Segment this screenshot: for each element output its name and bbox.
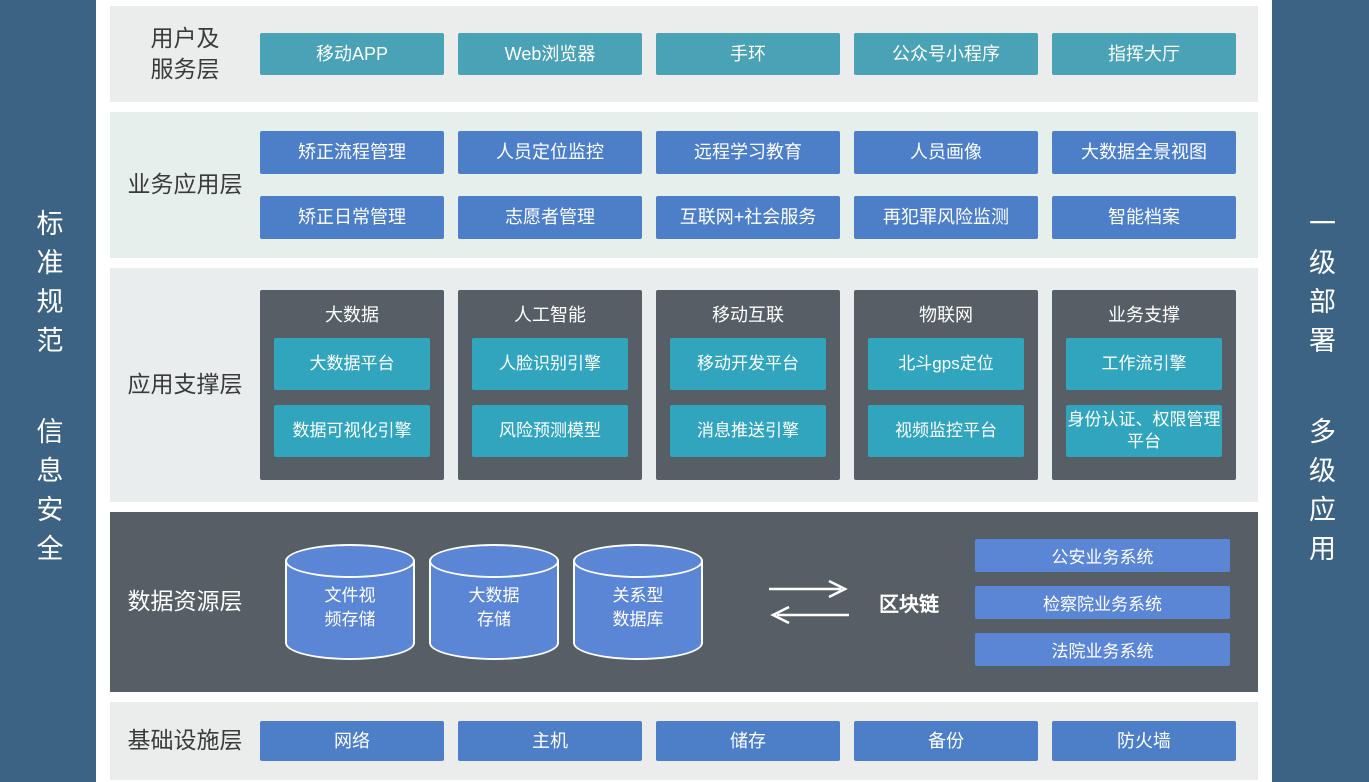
node-personnel-profile: 人员画像 — [854, 131, 1038, 174]
blockchain-label: 区块链 — [879, 593, 939, 616]
node-message-push-engine: 消息推送引擎 — [670, 405, 826, 457]
layer-business-application-label: 业务应用层 — [127, 171, 243, 198]
node-internet-social-service: 互联网+社会服务 — [656, 196, 840, 239]
layers-container: 用户及 服务层 移动APP Web浏览器 手环 公众号小程序 指挥大厅 业务应用… — [110, 6, 1258, 780]
node-video-surveillance-platform: 视频监控平台 — [868, 405, 1024, 457]
node-correction-daily-mgmt: 矫正日常管理 — [260, 196, 444, 239]
layer-business-application: 业务应用层 矫正流程管理 人员定位监控 远程学习教育 人员画像 大数据全景视图 … — [110, 112, 1258, 258]
layer-data-resource: 数据资源层 文件视 频存储 大数据 存储 — [110, 512, 1258, 692]
layer-user-service: 用户及 服务层 移动APP Web浏览器 手环 公众号小程序 指挥大厅 — [110, 6, 1258, 102]
cylinder-top-shape — [285, 544, 415, 578]
node-wechat-miniprogram: 公众号小程序 — [854, 33, 1038, 75]
node-correction-process-mgmt: 矫正流程管理 — [260, 131, 444, 174]
node-risk-prediction-model: 风险预测模型 — [472, 405, 628, 457]
node-smart-archive: 智能档案 — [1052, 196, 1236, 239]
business-application-items: 矫正流程管理 人员定位监控 远程学习教育 人员画像 大数据全景视图 矫正日常管理… — [260, 131, 1236, 239]
node-police-system: 公安业务系统 — [975, 538, 1230, 572]
left-pillar: 标准规范 信息安全 — [0, 0, 96, 782]
cylinder-bigdata-storage-line2: 存储 — [477, 610, 511, 629]
node-wristband: 手环 — [656, 33, 840, 75]
cylinder-bigdata-storage: 大数据 存储 — [429, 544, 559, 660]
cylinder-relational-db: 关系型 数据库 — [573, 544, 703, 660]
group-business-support: 业务支撑 工作流引擎 身份认证、权限管理平台 — [1052, 290, 1236, 480]
group-ai: 人工智能 人脸识别引擎 风险预测模型 — [458, 290, 642, 480]
cylinder-bigdata-storage-line1: 大数据 — [468, 586, 520, 606]
node-bigdata-panorama: 大数据全景视图 — [1052, 131, 1236, 174]
right-pillar-text-deployment: 一级部署 — [1305, 209, 1335, 365]
node-remote-learning: 远程学习教育 — [656, 131, 840, 174]
left-pillar-text-infosec: 信息安全 — [32, 417, 63, 573]
layer-user-service-label-line1: 用户及 — [150, 24, 220, 51]
node-bigdata-platform: 大数据平台 — [274, 338, 430, 390]
layer-data-resource-label: 数据资源层 — [127, 588, 243, 615]
layer-infrastructure-label: 基础设施层 — [127, 727, 243, 754]
group-iot: 物联网 北斗gps定位 视频监控平台 — [854, 290, 1038, 480]
right-pillar: 一级部署 多级应用 — [1272, 0, 1369, 782]
group-bigdata: 大数据 大数据平台 数据可视化引擎 — [260, 290, 444, 480]
group-business-support-title: 业务支撑 — [1108, 305, 1180, 325]
layer-application-support-label: 应用支撑层 — [127, 371, 243, 398]
group-iot-title: 物联网 — [919, 305, 973, 325]
cylinder-file-video-storage-line1: 文件视 — [324, 586, 376, 606]
node-network: 网络 — [260, 721, 444, 761]
left-pillar-text-standards: 标准规范 — [32, 209, 63, 365]
node-procuratorate-system: 检察院业务系统 — [975, 585, 1230, 619]
node-mobile-app: 移动APP — [260, 33, 444, 75]
node-workflow-engine: 工作流引擎 — [1066, 338, 1222, 390]
node-command-hall: 指挥大厅 — [1052, 33, 1236, 75]
node-mobile-dev-platform: 移动开发平台 — [670, 338, 826, 390]
node-host: 主机 — [458, 721, 642, 761]
cylinder-file-video-storage: 文件视 频存储 — [285, 544, 415, 660]
layer-infrastructure: 基础设施层 网络 主机 储存 备份 防火墙 — [110, 702, 1258, 780]
layer-user-service-label: 用户及 服务层 — [110, 23, 260, 85]
cylinder-relational-db-line1: 关系型 — [612, 586, 664, 606]
application-support-groups: 大数据 大数据平台 数据可视化引擎 人工智能 人脸识别引擎 风险预测模型 移动互… — [260, 290, 1236, 480]
node-backup: 备份 — [854, 721, 1038, 761]
node-data-visualization-engine: 数据可视化引擎 — [274, 405, 430, 457]
storage-cylinders: 文件视 频存储 大数据 存储 关系型 — [285, 544, 703, 660]
node-identity-auth-permission-platform: 身份认证、权限管理平台 — [1066, 405, 1222, 457]
cylinder-top-shape — [573, 544, 703, 578]
group-mobile-internet: 移动互联 移动开发平台 消息推送引擎 — [656, 290, 840, 480]
node-web-browser: Web浏览器 — [458, 33, 642, 75]
node-volunteer-mgmt: 志愿者管理 — [458, 196, 642, 239]
group-mobile-internet-title: 移动互联 — [712, 305, 784, 325]
group-bigdata-title: 大数据 — [325, 305, 379, 325]
user-service-items: 移动APP Web浏览器 手环 公众号小程序 指挥大厅 — [260, 33, 1236, 75]
node-beidou-gps: 北斗gps定位 — [868, 338, 1024, 390]
group-ai-title: 人工智能 — [514, 305, 586, 325]
right-pillar-text-application: 多级应用 — [1305, 417, 1335, 573]
cylinder-file-video-storage-line2: 频存储 — [324, 610, 376, 629]
node-face-recognition-engine: 人脸识别引擎 — [472, 338, 628, 390]
node-storage: 储存 — [656, 721, 840, 761]
cylinder-relational-db-line2: 数据库 — [612, 610, 664, 629]
infrastructure-items: 网络 主机 储存 备份 防火墙 — [260, 721, 1236, 761]
layer-application-support: 应用支撑层 大数据 大数据平台 数据可视化引擎 人工智能 人脸识别引擎 风险预测… — [110, 268, 1258, 502]
data-exchange-arrows-icon — [769, 579, 849, 625]
node-personnel-location-monitor: 人员定位监控 — [458, 131, 642, 174]
node-recidivism-risk-monitor: 再犯罪风险监测 — [854, 196, 1038, 239]
external-systems: 公安业务系统 检察院业务系统 法院业务系统 — [975, 538, 1230, 666]
node-court-system: 法院业务系统 — [975, 632, 1230, 666]
layer-user-service-label-line2: 服务层 — [150, 56, 220, 82]
node-firewall: 防火墙 — [1052, 721, 1236, 761]
cylinder-top-shape — [429, 544, 559, 578]
